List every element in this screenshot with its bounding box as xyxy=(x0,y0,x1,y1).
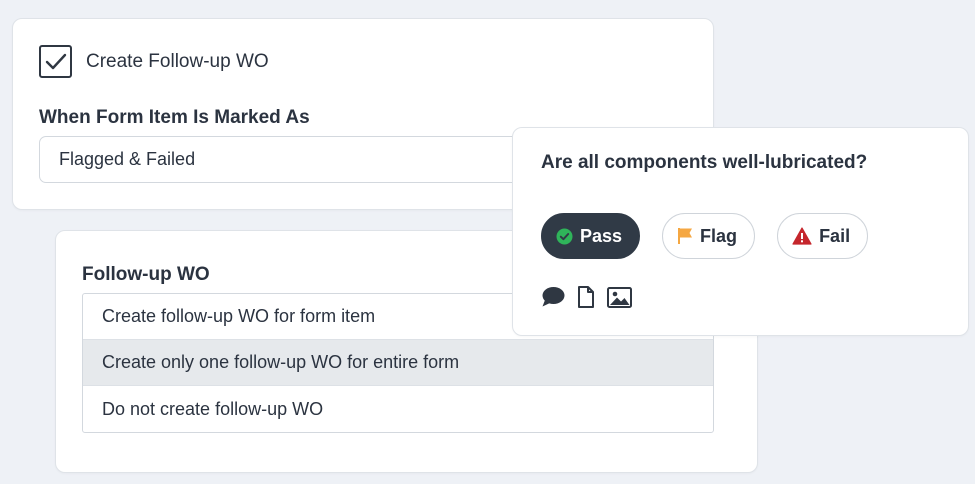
when-marked-label: When Form Item Is Marked As xyxy=(39,107,310,128)
flag-label: Flag xyxy=(700,225,738,246)
checkmark-icon xyxy=(45,53,66,69)
followup-wo-label: Follow-up WO xyxy=(82,264,210,285)
result-pill-group: Pass Flag Fail xyxy=(541,213,869,259)
flag-icon xyxy=(677,227,693,245)
attachment-toolbar xyxy=(541,286,632,308)
followup-option-per-item[interactable]: Create follow-up WO for form item xyxy=(83,294,713,340)
followup-option-none[interactable]: Do not create follow-up WO xyxy=(102,398,324,419)
create-followup-checkbox-row[interactable]: Create Follow-up WO xyxy=(39,45,269,78)
followup-settings-card: Create Follow-up WO When Form Item Is Ma… xyxy=(12,18,714,210)
create-followup-label: Create Follow-up WO xyxy=(86,50,269,72)
fail-label: Fail xyxy=(819,225,851,246)
create-followup-checkbox[interactable] xyxy=(39,45,72,78)
pass-label: Pass xyxy=(580,225,623,246)
check-circle-icon xyxy=(556,228,573,245)
comment-icon[interactable] xyxy=(541,286,565,308)
flag-button[interactable]: Flag xyxy=(662,213,756,259)
inspection-question: Are all components well-lubricated? xyxy=(541,152,868,173)
fail-button[interactable]: Fail xyxy=(777,213,869,259)
pass-button[interactable]: Pass xyxy=(541,213,641,259)
followup-option-entire-form[interactable]: Create only one follow-up WO for entire … xyxy=(83,340,713,386)
inspection-question-card: Are all components well-lubricated? Pass… xyxy=(512,127,969,336)
image-icon[interactable] xyxy=(607,286,632,308)
warning-icon xyxy=(792,227,812,245)
document-icon[interactable] xyxy=(577,286,595,308)
